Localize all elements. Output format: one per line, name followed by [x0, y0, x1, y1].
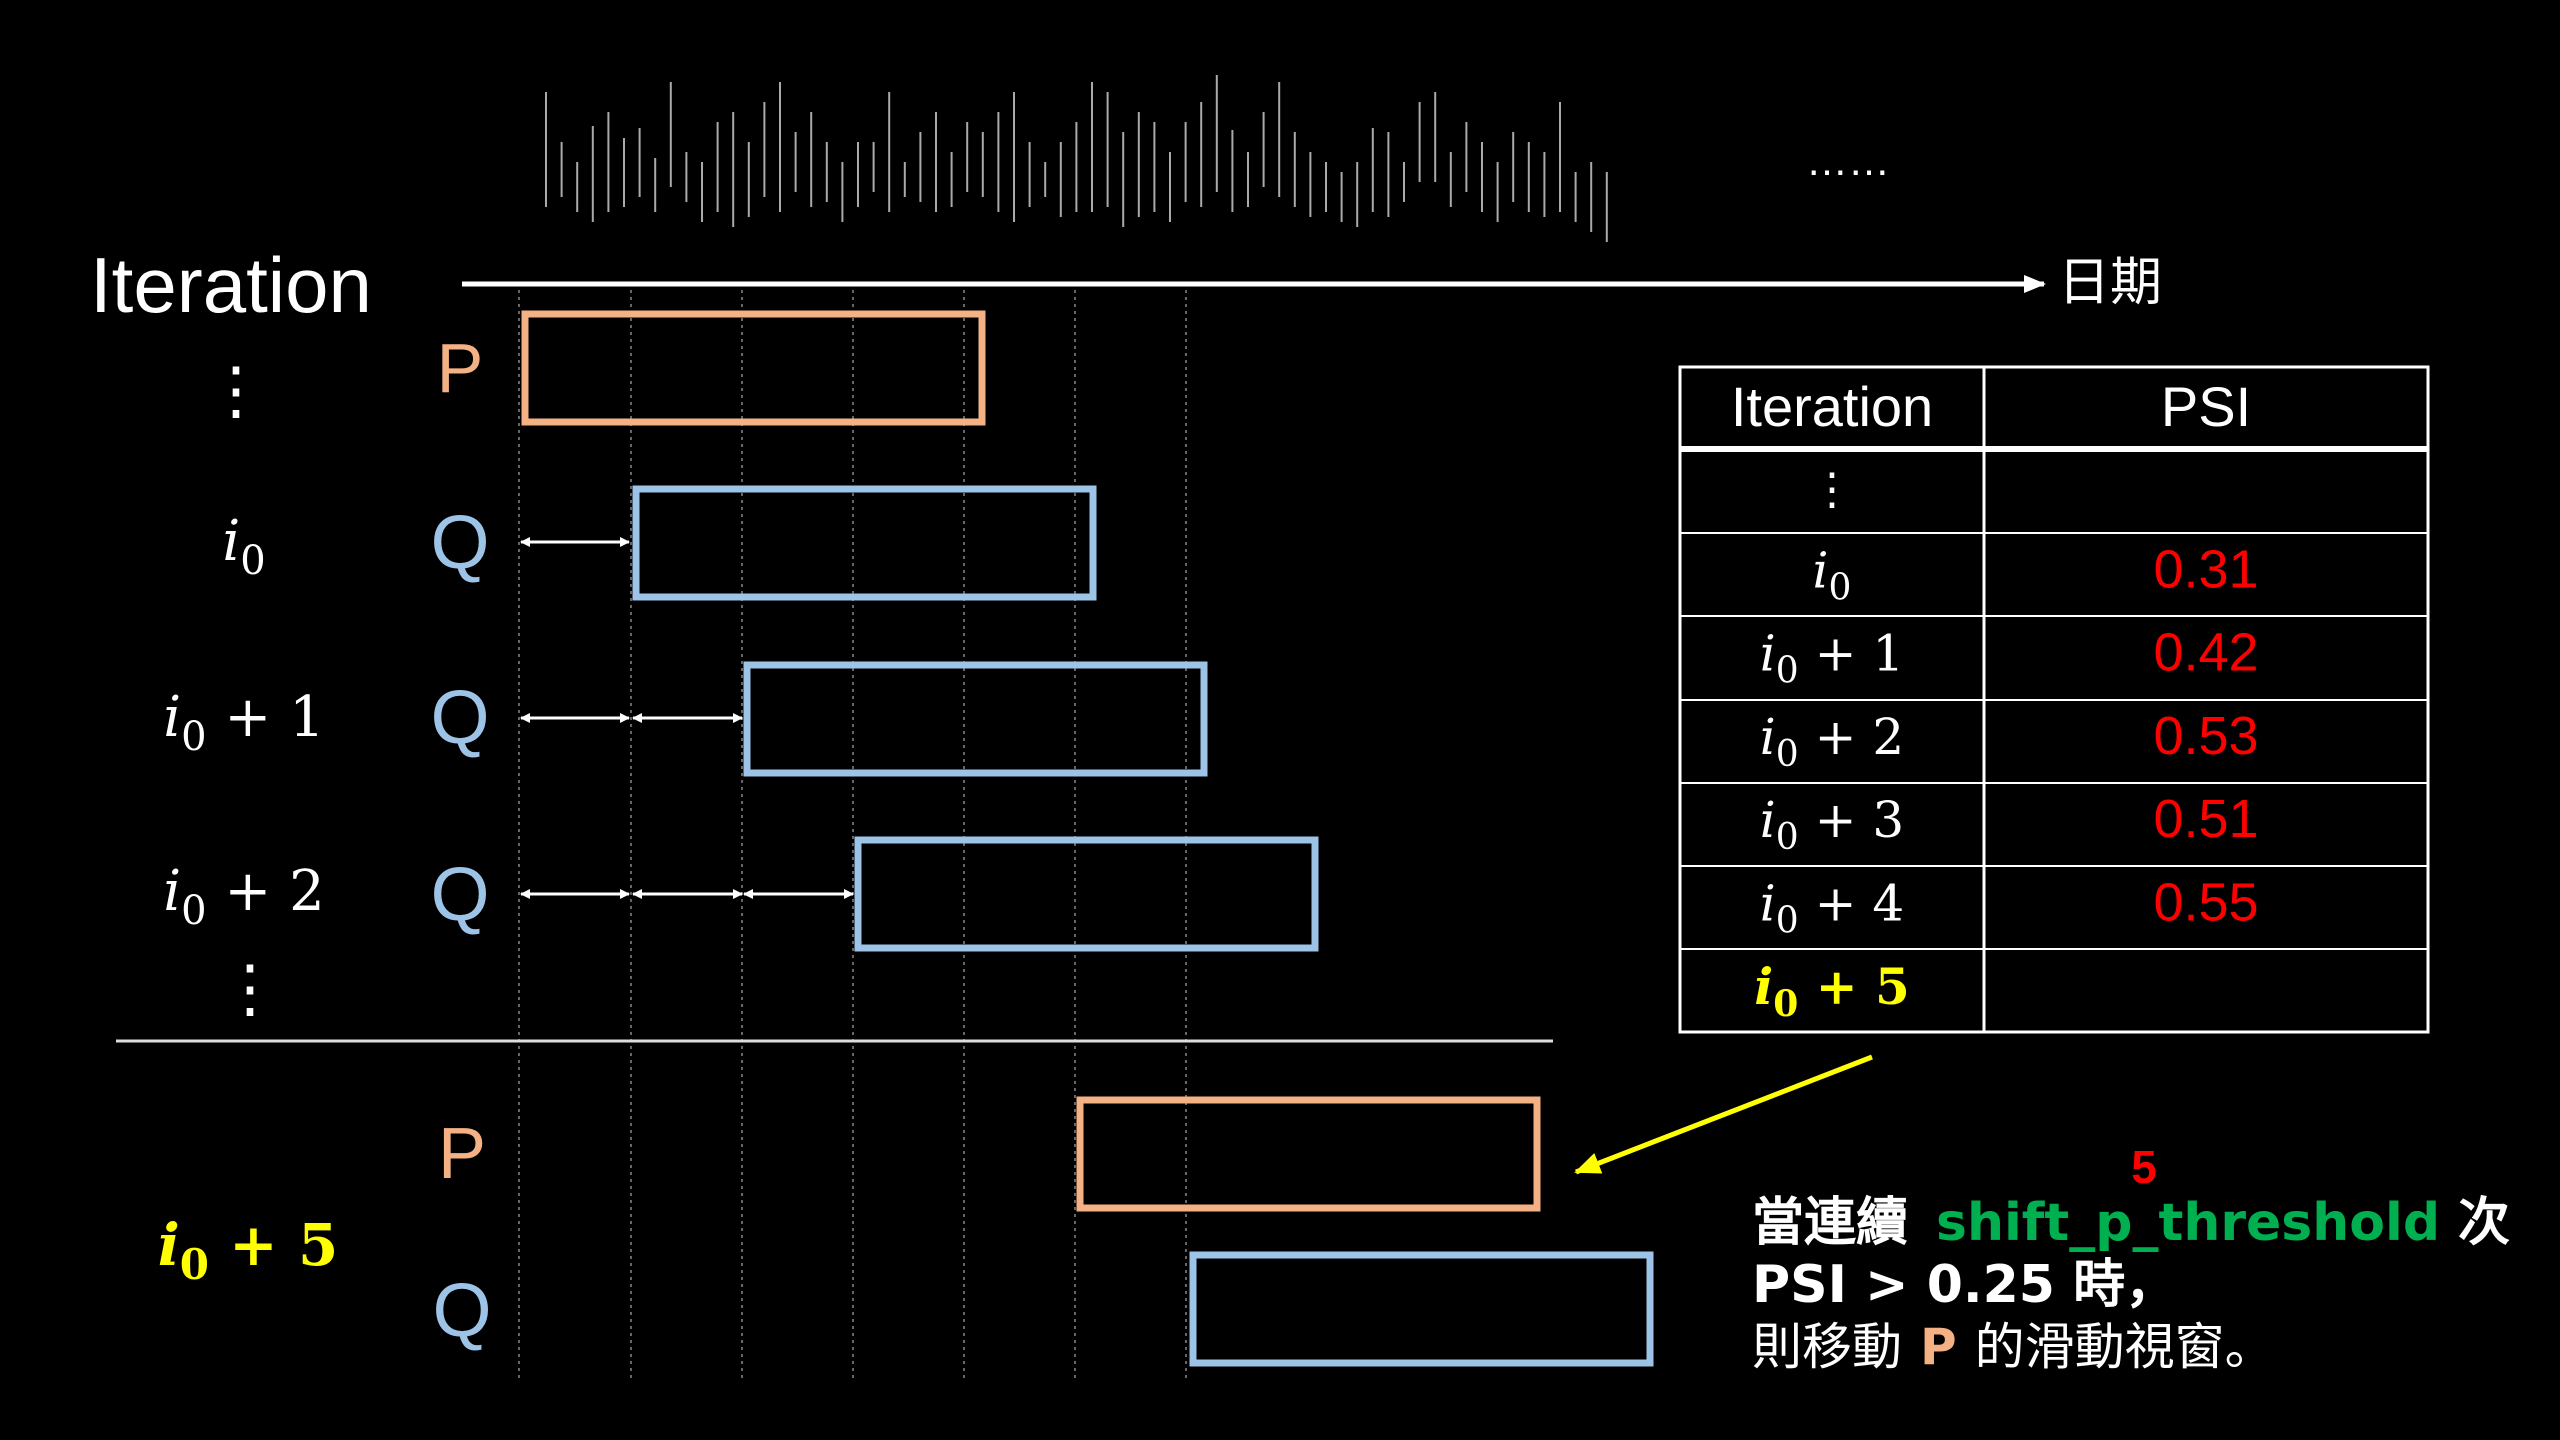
time-guides: [518, 290, 1187, 1378]
note-line-2: PSI > 0.25 時，: [1752, 1255, 2177, 1315]
row-tag-p: P: [437, 329, 484, 407]
note-p: P: [1920, 1318, 1957, 1376]
table-header-psi: PSI: [2161, 375, 2251, 438]
row-tag-q: Q: [430, 675, 489, 760]
row-vdots-top: ⋮: [204, 354, 268, 428]
pointer-arrow: [1574, 1054, 1873, 1175]
q-window-i0-plus-2: [854, 836, 1319, 952]
param-name: shift_p_threshold: [1936, 1193, 2440, 1253]
table-cell-iteration: i0 + 1: [1760, 625, 1904, 692]
table-cell-iteration: ⋮: [1810, 464, 1854, 515]
p-window-initial: [521, 310, 986, 426]
table-cell-psi: 0.42: [2153, 623, 2258, 683]
table-cell-iteration: i0 + 2: [1760, 708, 1904, 775]
q-window-i0-plus-1: [743, 661, 1208, 777]
row-label-i0-plus-2: i0 + 2: [163, 859, 325, 934]
row-label-i0: i0: [222, 509, 265, 584]
row-tag-p-moved: P: [438, 1114, 486, 1194]
p-window-moved: [1076, 1096, 1541, 1212]
date-axis-label: 日期: [2058, 253, 2162, 313]
q-window-i0-plus-5: [1189, 1251, 1654, 1367]
row-tag-q: Q: [430, 500, 489, 585]
row-vdots-bottom: ⋮: [218, 952, 282, 1026]
time-series-ticks: [545, 75, 1608, 242]
series-ellipsis: ……: [1806, 137, 1890, 184]
table-cell-iteration: i0: [1813, 541, 1852, 608]
table-cell-iteration: i0 + 5: [1754, 957, 1910, 1025]
row-tag-q: Q: [432, 1268, 491, 1353]
q-window-i0: [632, 485, 1097, 601]
table-header-iteration: Iteration: [1731, 375, 1933, 438]
table-cell-iteration: i0 + 4: [1760, 874, 1904, 941]
table-cell-psi: 0.53: [2153, 706, 2258, 766]
row-label-i0-plus-1: i0 + 1: [163, 685, 325, 760]
table-cell-psi: 0.51: [2153, 789, 2258, 849]
row-label-i0-plus-5: i0 + 5: [158, 1211, 339, 1289]
table-cell-iteration: i0 + 3: [1760, 791, 1904, 858]
table-cell-psi: 0.55: [2153, 872, 2258, 932]
threshold-value: 5: [2131, 1141, 2157, 1193]
iteration-axis-title: Iteration: [90, 241, 372, 329]
psi-table: Iteration PSI ⋮ i0 0.31 i0 + 1 0.42 i0 + 2 0.5…: [1678, 365, 2430, 1034]
row-tag-q: Q: [430, 852, 489, 937]
table-cell-psi: 0.31: [2153, 539, 2258, 599]
